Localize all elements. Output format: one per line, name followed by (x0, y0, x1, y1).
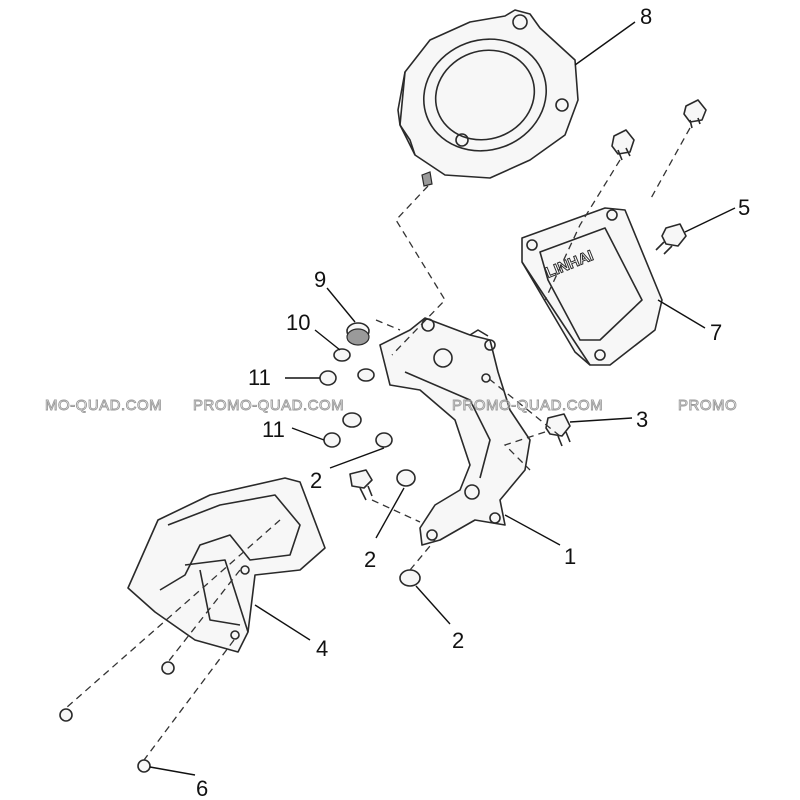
watermarks: MO-QUAD.COM PROMO-QUAD.COM PROMO-QUAD.CO… (45, 397, 738, 415)
bolt-center (349, 469, 373, 501)
callout-1: 1 (564, 544, 576, 569)
grommet-9 (346, 322, 370, 346)
hardware (59, 99, 707, 773)
spacer-b (342, 412, 362, 428)
bolt-3 (545, 413, 571, 447)
callout-3: 3 (636, 407, 648, 432)
callout-10: 10 (286, 310, 310, 335)
watermark-1: MO-QUAD.COM (45, 397, 162, 414)
screw-6b (161, 661, 175, 675)
callout-4: 4 (316, 636, 328, 661)
callout-8: 8 (640, 4, 652, 29)
callout-2-bottom: 2 (452, 628, 464, 653)
callout-7: 7 (710, 320, 722, 345)
watermark-2: PROMO-QUAD.COM (193, 397, 344, 414)
bolt-5 (655, 223, 687, 255)
linhai-cover: LINHAI (521, 207, 663, 366)
callout-9: 9 (314, 267, 326, 292)
assembly-lines (65, 127, 691, 761)
callout-5: 5 (738, 195, 750, 220)
lower-cover (127, 477, 326, 653)
nut-11-lower (323, 432, 341, 448)
screw-6a (59, 708, 73, 722)
callout-11-lower: 11 (262, 417, 285, 442)
speedometer-housing (397, 9, 579, 187)
screw-6c (137, 759, 151, 773)
nut-11-upper (319, 370, 337, 386)
callout-2-middle: 2 (364, 547, 376, 572)
watermark-3: PROMO-QUAD.COM (452, 397, 603, 414)
washer-2b (396, 469, 416, 487)
callouts: 8 5 9 10 7 11 3 11 2 2 1 2 4 6 (196, 4, 750, 800)
washer-10 (333, 348, 351, 362)
callout-2-top: 2 (310, 468, 322, 493)
callout-6: 6 (196, 776, 208, 800)
bolt-top-right (683, 99, 707, 129)
leader-lines (149, 21, 736, 776)
spacer-a (357, 368, 375, 382)
callout-11-upper: 11 (248, 365, 271, 390)
washer-2a (375, 432, 393, 448)
washer-2c (399, 569, 421, 587)
watermark-4: PROMO (678, 397, 737, 414)
mounting-bracket (379, 317, 531, 546)
bolt-top-left (611, 129, 635, 161)
